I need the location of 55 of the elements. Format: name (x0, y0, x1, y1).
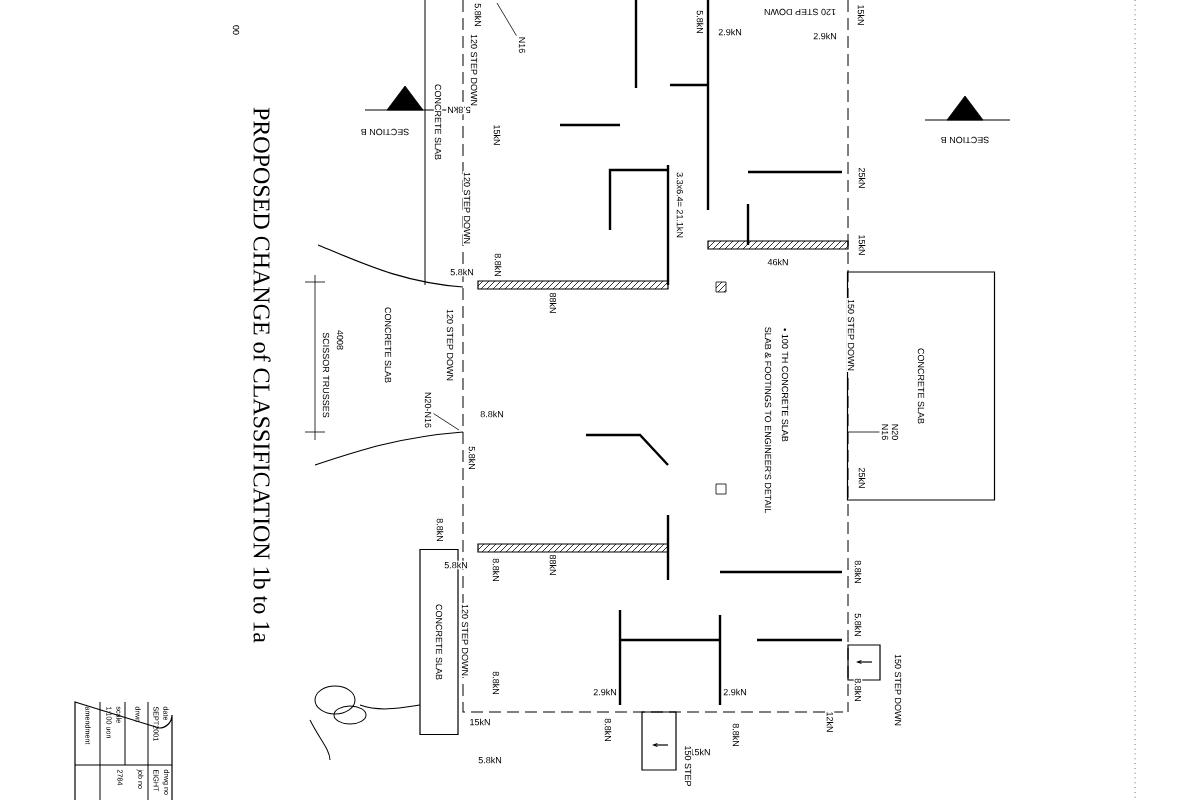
leader-line (433, 413, 460, 431)
plan-label: SECTION B (359, 127, 411, 137)
plan-label: 8.8kN (603, 717, 613, 743)
plan-label: 150 STEP DOWN (846, 298, 856, 372)
plan-label: 15kN (468, 717, 492, 727)
plan-label: 25kN (857, 466, 867, 490)
plan-label: 25kN (857, 166, 867, 190)
bar-label: N20 N16 (881, 424, 899, 440)
plan-label: 120 STEP DOWN (462, 171, 472, 245)
plan-label: 8.8kN (493, 252, 503, 278)
plan-label: 2.9kN (722, 687, 748, 697)
plan-label: 2.9kN (592, 687, 618, 697)
plan-label: SECTION B (939, 135, 991, 145)
plan-label: 2.9kN (812, 31, 838, 41)
plan-label: 15kN (856, 3, 866, 27)
plan-label: 120 STEP DOWN (445, 308, 455, 382)
leader-line (846, 431, 880, 433)
plan-label: 2.9kN (717, 27, 743, 37)
plan-label: 8.8kN (731, 722, 741, 748)
plan-label: 15kN (857, 233, 867, 257)
title: PROPOSED CHANGE of CLASSIFICATION 1b to 1a (253, 107, 271, 643)
bar-label: N20-N16 (424, 392, 432, 428)
plan-label: 5.8kN (695, 9, 705, 35)
plan-label: 8.8kN (491, 670, 501, 696)
plan-label: 8.8kN (479, 409, 505, 419)
plan-label: 88kN (548, 291, 558, 315)
plan-label: 5.8kN (443, 560, 469, 570)
plan-label: 5.8kN (473, 2, 483, 28)
plan-label: 8.8kN (435, 517, 445, 543)
plan-label: 8.8kN (853, 559, 863, 585)
plan-label: 5.8kN (449, 267, 475, 277)
plan-label: 5.8kN (467, 445, 477, 471)
plan-label: 8.8kN (491, 557, 501, 583)
plan-label: 8.8kN (853, 677, 863, 703)
plan-label: SCISSOR TRUSSES (321, 331, 331, 419)
plan-label: SLAB & FOOTINGS TO ENGINEER'S DETAIL (763, 325, 773, 515)
plan-label: • 100 TH CONCRETE SLAB (780, 327, 790, 443)
plan-label: CONCRETE SLAB (433, 83, 443, 161)
plan-label: 12kN (825, 710, 835, 734)
plan-label: 150 STEP (683, 744, 693, 788)
leader-line (496, 2, 517, 36)
plan-label: 5.8kN (477, 755, 503, 765)
plan-label: 88kN (548, 553, 558, 577)
plan-label: 5.8kN (446, 105, 472, 115)
plan-label: 120 STEP DOWN (469, 33, 479, 107)
plan-label: 15kN (492, 123, 502, 147)
plan-label: 150 STEP DOWN (893, 653, 903, 727)
plan-label: 5.8kN (853, 612, 863, 638)
plan-label: 3.3x6.4= 21.1kN (675, 171, 685, 239)
plan-label: CONCRETE SLAB (383, 306, 393, 384)
plan-label: 120 STEP DOWN (763, 7, 837, 17)
bar-label: N16 (518, 37, 526, 53)
plan-label: 46kN (766, 257, 790, 267)
plan-label: 00 (231, 24, 241, 36)
plan-label: 4008 (335, 329, 345, 351)
